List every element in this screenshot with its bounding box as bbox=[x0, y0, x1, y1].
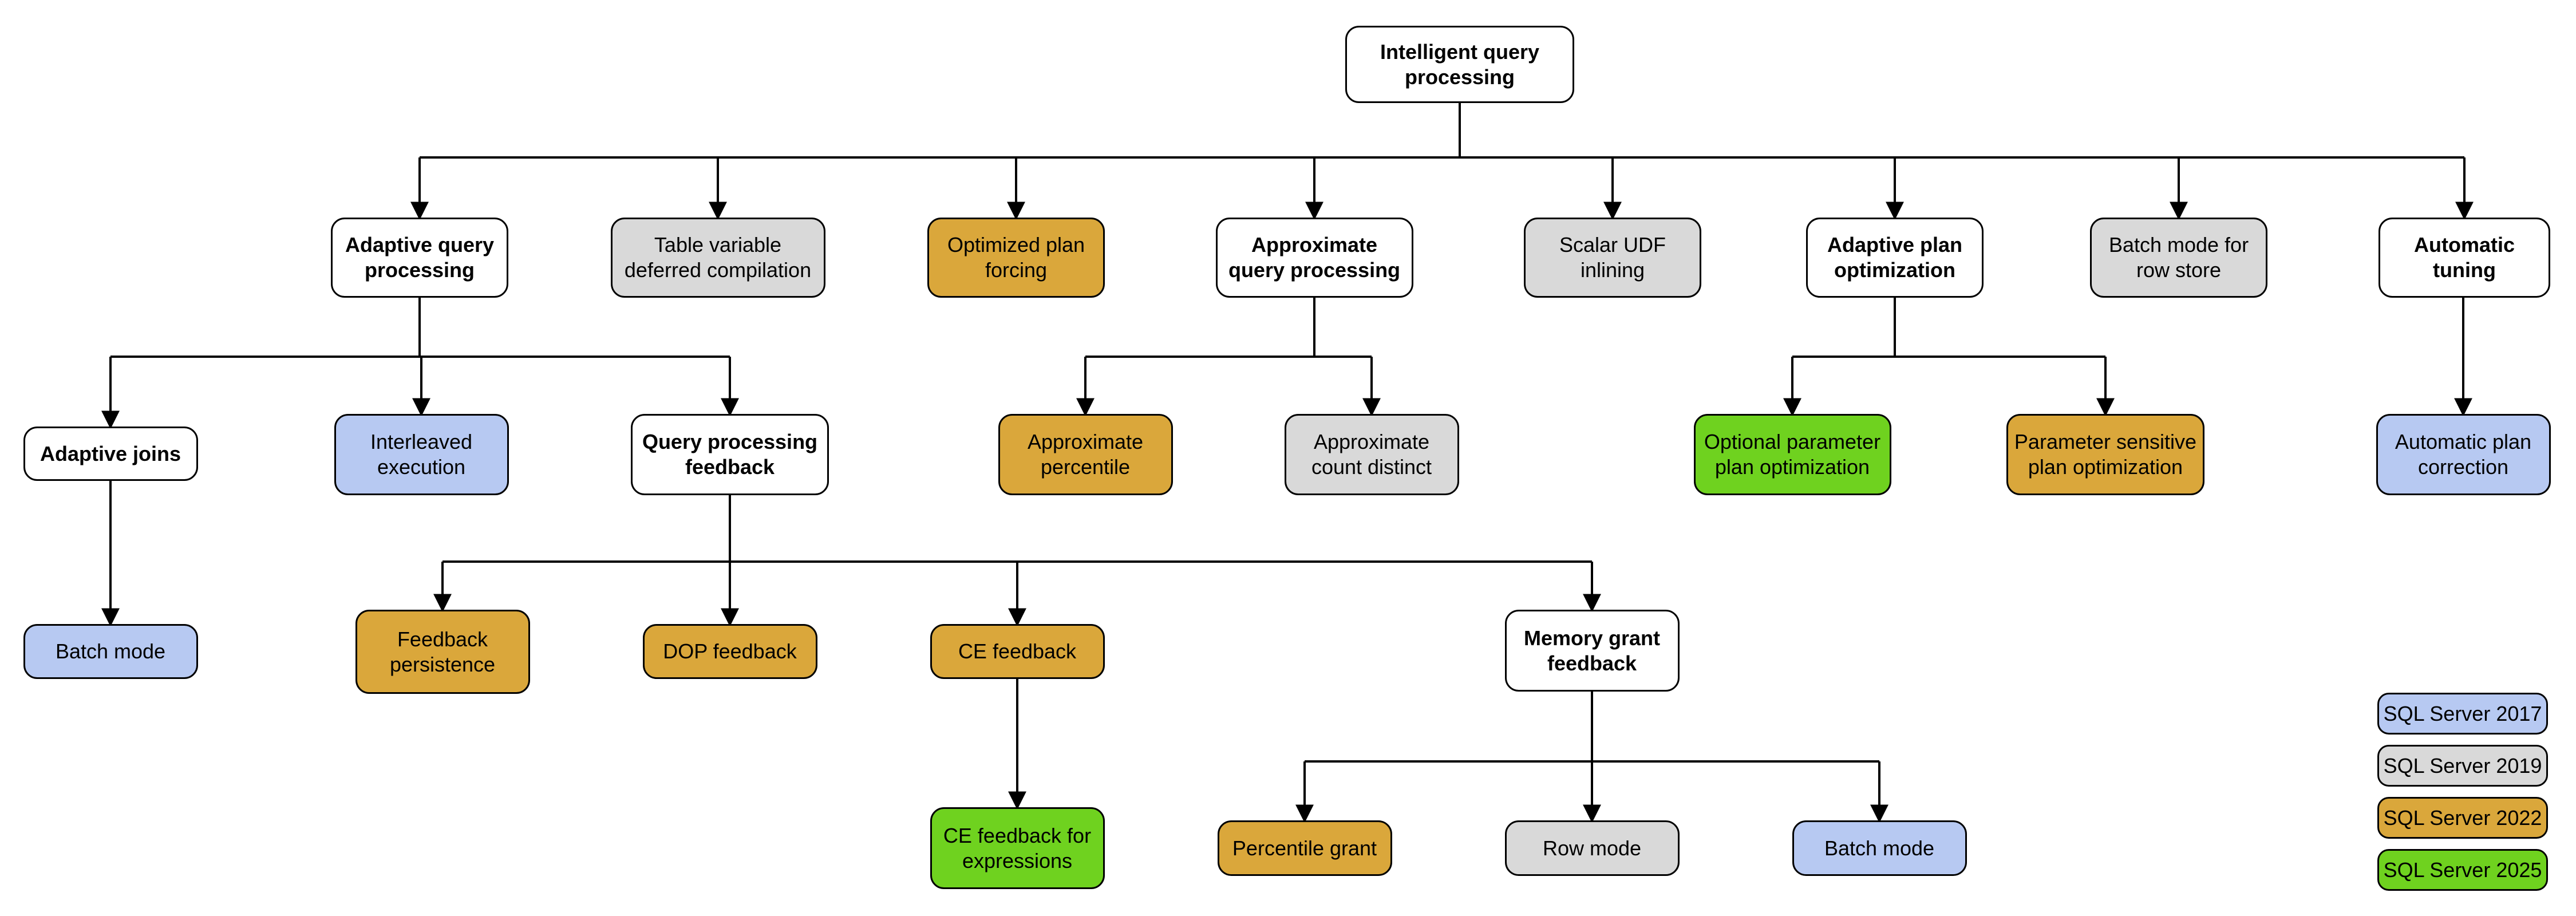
node-label: Approximate query processing bbox=[1228, 233, 1401, 282]
node-approximate-count-distinct: Approximate count distinct bbox=[1284, 414, 1459, 495]
node-optimized-plan-forcing: Optimized plan forcing bbox=[927, 218, 1105, 298]
node-batch-mode-memory-grant: Batch mode bbox=[1792, 820, 1967, 876]
node-label: Scalar UDF inlining bbox=[1559, 233, 1666, 282]
node-ce-feedback-for-expressions: CE feedback for expressions bbox=[930, 807, 1105, 889]
node-label: Query processing feedback bbox=[642, 430, 818, 479]
node-label: Batch mode bbox=[1824, 836, 1935, 860]
node-percentile-grant: Percentile grant bbox=[1217, 820, 1392, 876]
node-label: Feedback persistence bbox=[389, 627, 496, 676]
node-approximate-query-processing: Approximate query processing bbox=[1215, 218, 1413, 298]
node-label: Row mode bbox=[1542, 836, 1642, 860]
legend-label: SQL Server 2019 bbox=[2383, 753, 2542, 777]
legend-label: SQL Server 2022 bbox=[2383, 806, 2542, 830]
node-intelligent-query-processing: Intelligent query processing bbox=[1345, 26, 1574, 103]
node-ce-feedback: CE feedback bbox=[930, 624, 1105, 679]
node-label: CE feedback bbox=[958, 639, 1077, 664]
node-batch-mode-for-row-store: Batch mode for row store bbox=[2090, 218, 2267, 298]
node-label: Memory grant feedback bbox=[1523, 626, 1661, 675]
legend-item-sql-server-2022: SQL Server 2022 bbox=[2377, 797, 2548, 839]
node-label: Optimized plan forcing bbox=[947, 233, 1085, 282]
node-adaptive-joins: Adaptive joins bbox=[23, 427, 198, 481]
node-feedback-persistence: Feedback persistence bbox=[355, 610, 530, 694]
edge-group bbox=[101, 103, 2474, 823]
node-automatic-tuning: Automatic tuning bbox=[2379, 218, 2550, 298]
node-label: Optional parameter plan optimization bbox=[1704, 430, 1881, 479]
node-table-variable-deferred-compilation: Table variable deferred compilation bbox=[610, 218, 825, 298]
node-label: Approximate percentile bbox=[1027, 430, 1144, 479]
node-label: Adaptive plan optimization bbox=[1827, 233, 1963, 282]
node-batch-mode-adaptive-joins: Batch mode bbox=[23, 624, 198, 679]
node-dop-feedback: DOP feedback bbox=[642, 624, 817, 679]
node-label: DOP feedback bbox=[663, 639, 797, 664]
node-label: Parameter sensitive plan optimization bbox=[2014, 430, 2197, 479]
node-label: Automatic plan correction bbox=[2395, 430, 2532, 479]
node-label: Table variable deferred compilation bbox=[624, 233, 812, 282]
node-scalar-udf-inlining: Scalar UDF inlining bbox=[1524, 218, 1701, 298]
legend-item-sql-server-2025: SQL Server 2025 bbox=[2377, 849, 2548, 891]
node-label: Adaptive query processing bbox=[345, 233, 495, 282]
legend-item-sql-server-2019: SQL Server 2019 bbox=[2377, 745, 2548, 787]
node-query-processing-feedback: Query processing feedback bbox=[631, 414, 829, 495]
node-label: Interleaved execution bbox=[370, 430, 473, 479]
node-adaptive-query-processing: Adaptive query processing bbox=[331, 218, 508, 298]
node-approximate-percentile: Approximate percentile bbox=[998, 414, 1173, 495]
node-interleaved-execution: Interleaved execution bbox=[334, 414, 509, 495]
node-label: Percentile grant bbox=[1232, 836, 1377, 860]
node-label: CE feedback for expressions bbox=[943, 823, 1092, 872]
node-optional-parameter-plan-optimization: Optional parameter plan optimization bbox=[1693, 414, 1891, 495]
legend-label: SQL Server 2017 bbox=[2383, 701, 2542, 725]
node-parameter-sensitive-plan-optimization: Parameter sensitive plan optimization bbox=[2006, 414, 2204, 495]
node-label: Intelligent query processing bbox=[1380, 40, 1540, 89]
node-memory-grant-feedback: Memory grant feedback bbox=[1504, 610, 1680, 692]
node-adaptive-plan-optimization: Adaptive plan optimization bbox=[1806, 218, 1984, 298]
legend-item-sql-server-2017: SQL Server 2017 bbox=[2377, 693, 2548, 735]
node-label: Approximate count distinct bbox=[1311, 430, 1432, 479]
node-label: Batch mode bbox=[55, 639, 166, 664]
node-label: Adaptive joins bbox=[39, 441, 181, 465]
legend-label: SQL Server 2025 bbox=[2383, 858, 2542, 882]
node-automatic-plan-correction: Automatic plan correction bbox=[2376, 414, 2551, 495]
node-row-mode: Row mode bbox=[1504, 820, 1680, 876]
node-label: Batch mode for row store bbox=[2108, 233, 2249, 282]
node-label: Automatic tuning bbox=[2413, 233, 2515, 282]
